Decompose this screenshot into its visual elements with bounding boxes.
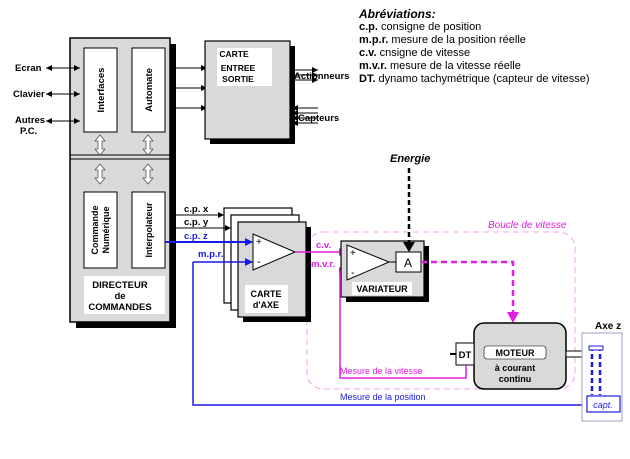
- axe-z-label: Axe z: [595, 321, 621, 332]
- variateur-amplifier: [346, 244, 391, 281]
- signal-cv: c.v.: [316, 240, 331, 251]
- power-line: [421, 260, 515, 315]
- carte-es-title-1: CARTE: [219, 49, 249, 59]
- commande-label-2: Numérique: [101, 206, 111, 253]
- interpolateur-box: [131, 191, 166, 269]
- abbr-text: cnsigne de vitesse: [376, 47, 471, 59]
- mesure-vitesse-label: Mesure de la vitesse: [340, 366, 423, 376]
- internal-arrows: [94, 134, 154, 185]
- input-ecran: Ecran: [15, 63, 42, 74]
- variateur-plus: +: [350, 248, 356, 259]
- capt-box: [586, 395, 621, 413]
- carte-axe-minus: -: [257, 256, 261, 268]
- interfaces-label: Interfaces: [96, 68, 107, 113]
- abbreviations-heading: Abréviations:: [359, 7, 436, 21]
- moteur-title-1: MOTEUR: [496, 348, 535, 358]
- abbr-key: m.v.r.: [359, 60, 387, 72]
- automate-box: [131, 47, 166, 133]
- signal-cpz: c.p. z: [184, 231, 208, 242]
- speed-feedback-line: [339, 271, 467, 379]
- mesure-position-label: Mesure de la position: [340, 392, 426, 402]
- directeur-title-1: DIRECTEUR: [92, 280, 148, 291]
- abbr-text: dynamo tachymétrique (capteur de vitesse…: [375, 73, 590, 85]
- variateur-amp-label: A: [404, 256, 412, 270]
- carte-es-title-3: SORTIE: [222, 74, 254, 84]
- abbr-text: consigne de position: [377, 21, 482, 33]
- signal-mvr: m.v.r.: [311, 259, 335, 270]
- abbr-text: mesure de la vitesse réelle: [386, 60, 521, 72]
- energie-arrowhead: [403, 242, 415, 252]
- axe-top: [588, 345, 604, 351]
- carte-axe-title-1: CARTE: [251, 289, 282, 299]
- carte-axe-amplifier: [252, 233, 297, 271]
- interfaces-box: [83, 47, 118, 133]
- actionneurs-arrows: [290, 67, 318, 83]
- carte-axe-title-2: d'AXE: [253, 300, 279, 310]
- capteurs-arrows: [292, 105, 318, 126]
- signal-mpr: m.p.r.: [198, 249, 223, 260]
- abbr-text: mesure de la position réelle: [388, 34, 526, 46]
- abbr-row: c.p. consigne de position: [359, 21, 590, 34]
- signal-cpy: c.p. y: [184, 217, 209, 228]
- input-pc: P.C.: [20, 126, 37, 137]
- abbr-key: DT.: [359, 73, 376, 85]
- signal-cpx: c.p. x: [184, 204, 209, 215]
- moteur-title-2: à courant: [495, 363, 536, 373]
- carte-es-label-bg: [217, 48, 272, 86]
- actionneurs-label: Actionneurs: [294, 71, 349, 82]
- directeur-title-2: de: [114, 291, 125, 302]
- variateur-minus: -: [351, 267, 355, 279]
- dt-label: DT: [459, 350, 472, 361]
- commande-box: [83, 191, 118, 269]
- abbr-row: m.v.r. mesure de la vitesse réelle: [359, 60, 590, 73]
- abbreviations-legend: Abréviations: c.p. consigne de position …: [359, 8, 590, 86]
- input-clavier: Clavier: [13, 89, 45, 100]
- capteurs-label: Capteurs: [298, 113, 339, 124]
- position-feedback-line: [192, 262, 595, 406]
- energie-label: Energie: [390, 153, 430, 165]
- abbr-key: c.p.: [359, 21, 378, 33]
- abbr-key: c.v.: [359, 47, 377, 59]
- abbr-row: DT. dynamo tachymétrique (capteur de vit…: [359, 73, 590, 86]
- abbr-row: m.p.r. mesure de la position réelle: [359, 34, 590, 47]
- abbr-row: c.v. cnsigne de vitesse: [359, 47, 590, 60]
- input-autres: Autres: [15, 115, 45, 126]
- automate-label: Automate: [144, 68, 155, 112]
- abbr-key: m.p.r.: [359, 34, 389, 46]
- moteur-title-3: continu: [499, 374, 532, 384]
- directeur-title-3: COMMANDES: [88, 302, 151, 313]
- moteur-label-bg: [483, 345, 547, 360]
- variateur-label-bg: [352, 282, 412, 295]
- power-arrowhead: [507, 312, 519, 323]
- carte-axe-label-bg: [245, 285, 288, 313]
- capt-label: capt.: [593, 400, 613, 410]
- carte-axe-plus: +: [256, 237, 262, 248]
- carte-es-title-2: ENTREE: [221, 63, 256, 73]
- variateur-title: VARIATEUR: [356, 284, 408, 294]
- directeur-title-box: [84, 276, 165, 314]
- interpolateur-label: Interpolateur: [144, 202, 154, 258]
- speed-loop-label: Boucle de vitesse: [488, 220, 567, 231]
- commande-label-1: Commande: [90, 205, 100, 254]
